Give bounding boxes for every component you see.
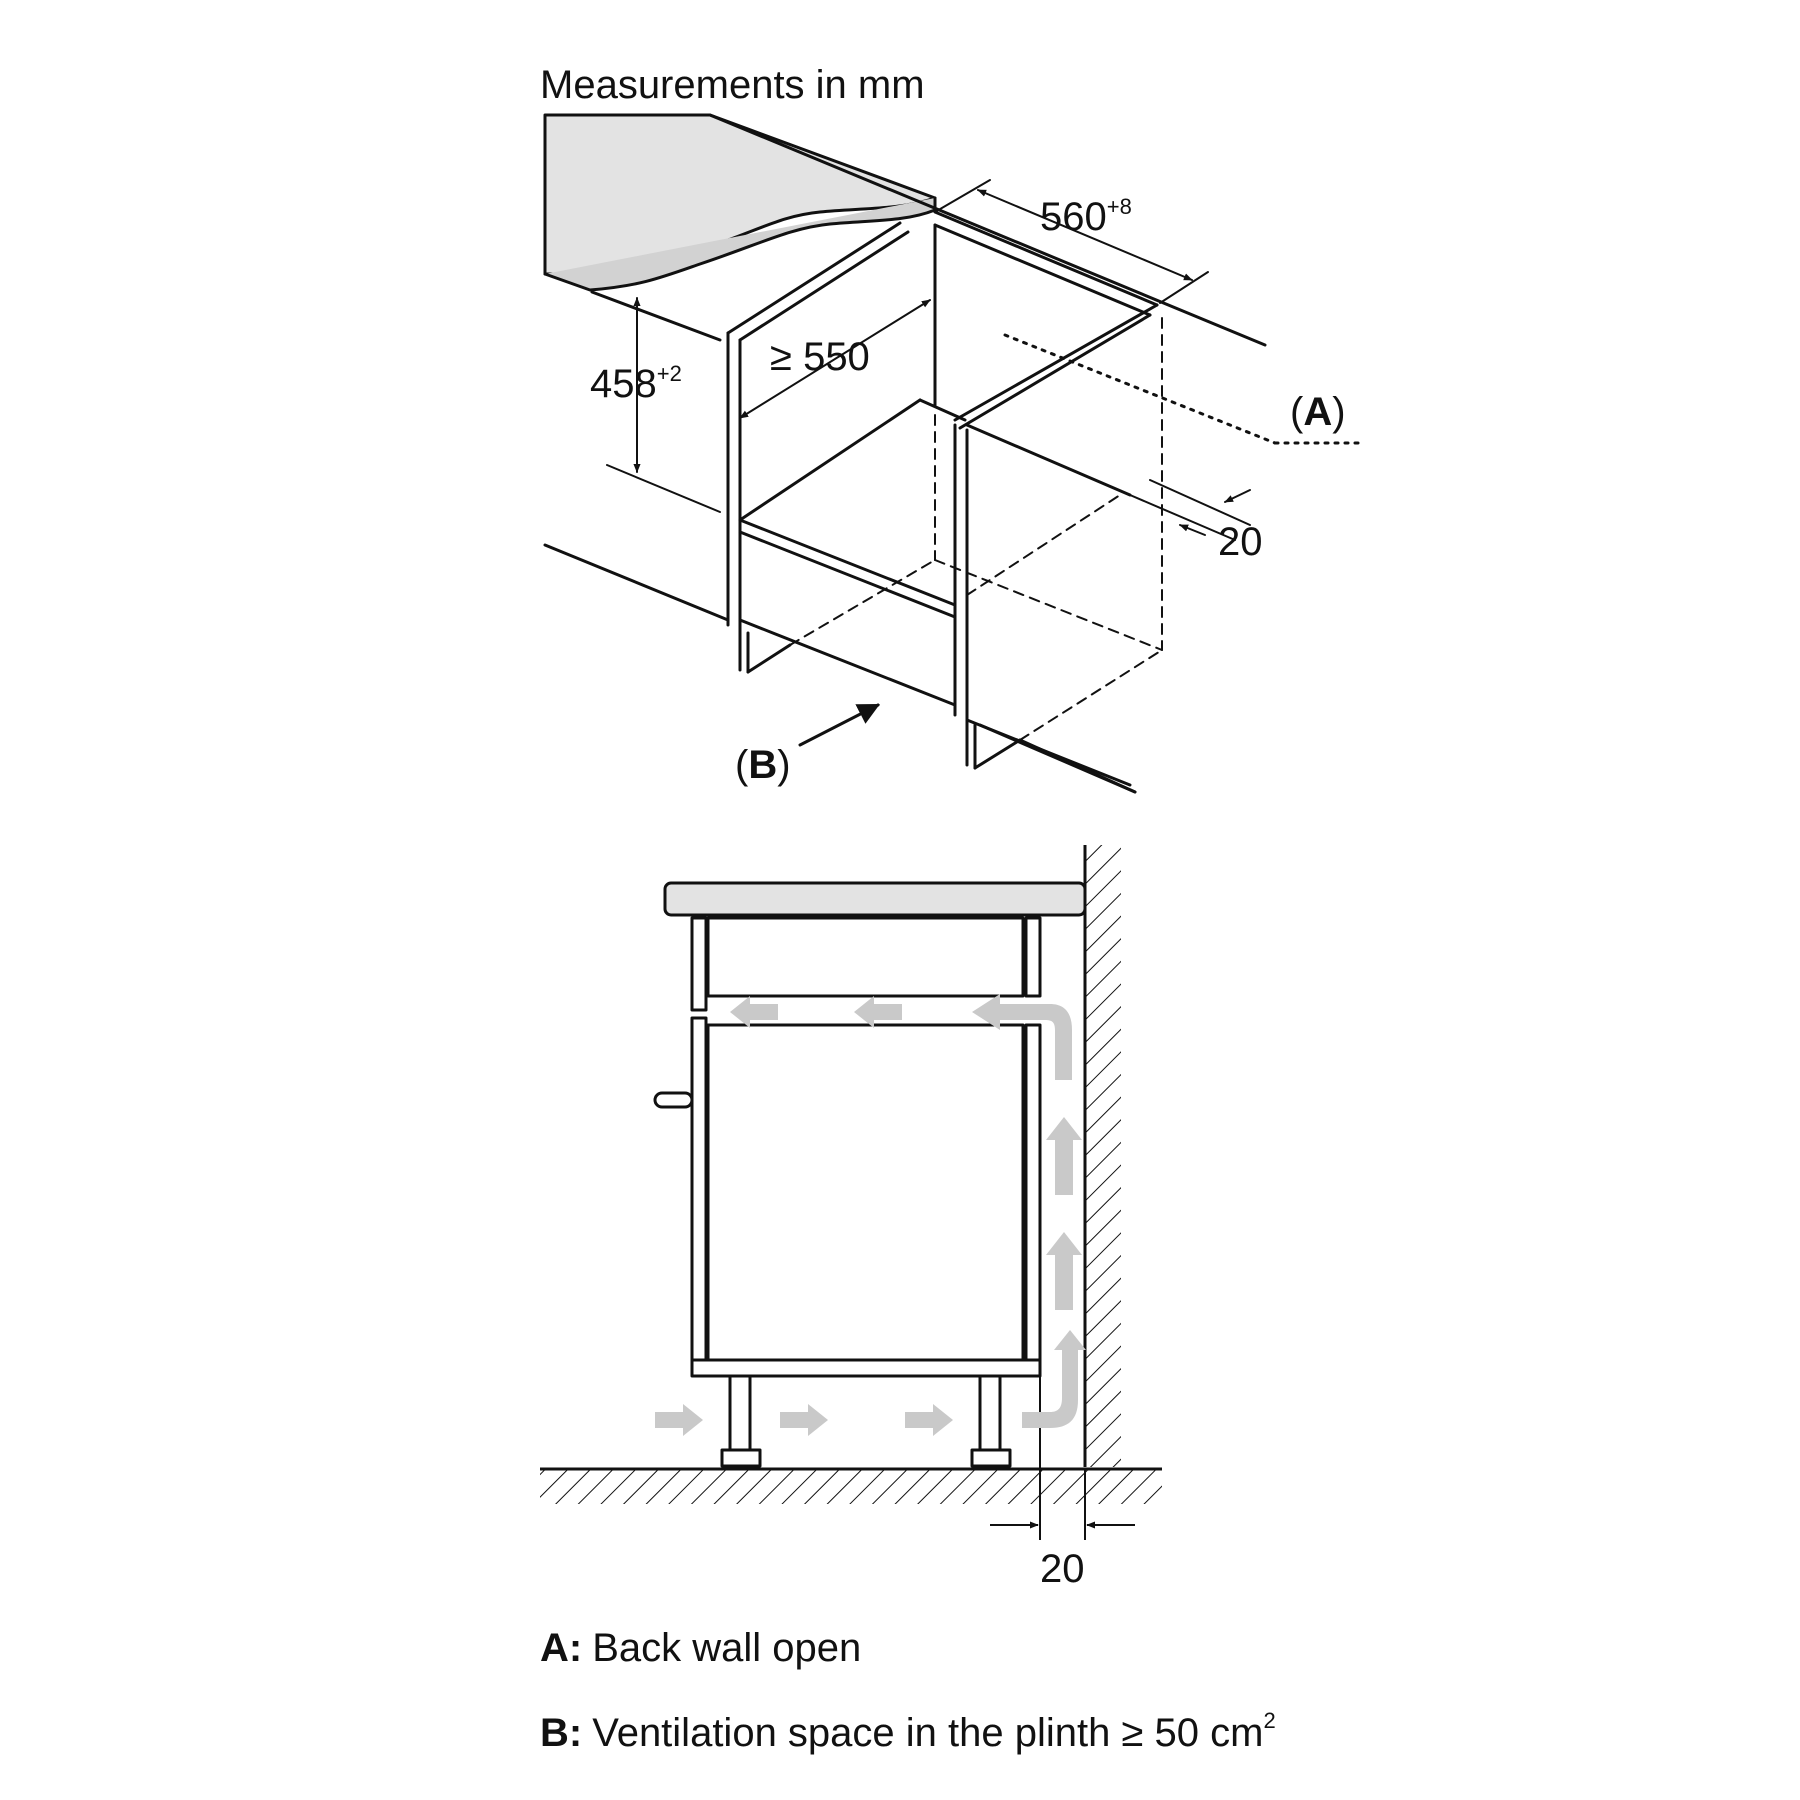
shelf-back xyxy=(918,398,967,422)
label-b-close: ) xyxy=(777,743,790,787)
legend-item-b: B:Ventilation space in the plinth ≥ 50 c… xyxy=(540,1710,1276,1756)
airflow-arrow-left-2 xyxy=(730,996,778,1028)
airflow-arrows xyxy=(655,994,1086,1436)
foot-left-side xyxy=(720,1448,762,1468)
foot-right-side xyxy=(970,1448,1012,1468)
airflow-arrow-bend-bottom xyxy=(1022,1330,1086,1428)
wall-hatch xyxy=(1085,845,1121,1467)
leg-left xyxy=(728,1374,752,1456)
foot-link-b xyxy=(973,738,1022,770)
niche-top-right-b xyxy=(958,313,1152,430)
dim-height-ext xyxy=(606,464,721,513)
label-a-open: ( xyxy=(1290,390,1304,434)
plinth-front-bottom xyxy=(1018,738,1137,794)
ventilation-arrow xyxy=(798,703,880,747)
worktop-front-line xyxy=(590,290,722,342)
oven-handle xyxy=(653,1091,694,1109)
airflow-arrow-up-2 xyxy=(1046,1117,1082,1195)
airflow-arrow-1 xyxy=(655,1404,703,1436)
upper-frame-left-post xyxy=(690,916,708,1012)
oven-body xyxy=(706,1023,1025,1377)
niche-top-left-edge-b xyxy=(738,230,910,342)
oven-back-panel xyxy=(1024,1023,1042,1375)
measurements-note: Measurements in mm xyxy=(540,63,925,107)
airflow-arrow-up-1 xyxy=(1046,1232,1082,1310)
back-wall-open-dotted xyxy=(1003,333,1277,445)
worktop-edge xyxy=(543,196,937,292)
legend-b-key: B: xyxy=(540,1711,583,1755)
label-b-open: ( xyxy=(735,743,749,787)
legend-b-superscript: 2 xyxy=(1263,1708,1276,1733)
oven-door xyxy=(690,1016,708,1377)
dim-height-value: 458 xyxy=(590,362,657,406)
dim-gap-ext-a xyxy=(1129,494,1236,541)
shelf-right-dashed xyxy=(965,423,1132,497)
dim-gap-arrow-b xyxy=(1224,489,1251,503)
dim-width-ext-right xyxy=(1159,271,1209,304)
isometric-view xyxy=(543,113,1367,794)
side-section-view xyxy=(540,845,1162,1540)
dim-width-text: 560+8 xyxy=(1040,194,1132,239)
hidden-lines xyxy=(789,317,1163,741)
legend-a-key: A: xyxy=(540,1626,583,1670)
airflow-arrow-left-1 xyxy=(854,996,902,1028)
label-b-text: (B) xyxy=(735,743,791,787)
dim-depth-line xyxy=(739,299,931,419)
dim-gap-top-value: 20 xyxy=(1218,520,1263,564)
dim-gap-arrow-a xyxy=(1179,524,1206,536)
shelf-front xyxy=(738,518,957,607)
leg-right xyxy=(978,1374,1002,1456)
legend-item-a: A:Back wall open xyxy=(540,1625,861,1671)
label-b-letter: B xyxy=(748,743,777,787)
airflow-arrow-2 xyxy=(780,1404,828,1436)
legend-a-text: Back wall open xyxy=(592,1626,862,1670)
shelf-back-left xyxy=(738,398,922,522)
airflow-arrow-3 xyxy=(905,1404,953,1436)
dim-width-ext-left xyxy=(934,179,991,213)
upper-drawer-panel xyxy=(706,916,1025,998)
label-a-letter: A xyxy=(1303,390,1332,434)
label-a-text: (A) xyxy=(1290,390,1346,434)
plinth-front-line xyxy=(543,543,730,622)
dim-depth-value: ≥ 550 xyxy=(770,335,870,379)
foot-link xyxy=(746,643,792,674)
floor-hatch xyxy=(540,1470,1162,1504)
shelf-front-b xyxy=(738,530,957,619)
dim-height-text: 458+2 xyxy=(590,361,682,406)
dim-width-line xyxy=(977,189,1193,281)
upper-frame-right-post xyxy=(1024,916,1042,998)
cabinet-base xyxy=(690,1358,1042,1378)
plinth-left xyxy=(738,618,957,707)
legend-b-text: Ventilation space in the plinth ≥ 50 cm xyxy=(592,1711,1264,1755)
dim-gap-side-value: 20 xyxy=(1040,1547,1085,1591)
worktop-side xyxy=(663,881,1087,917)
dim-height-tolerance: +2 xyxy=(657,361,682,386)
dim-gap-ext-b xyxy=(1149,479,1251,526)
niche-top-right xyxy=(953,303,1159,422)
airflow-arrow-bend-top xyxy=(972,994,1072,1080)
dim-width-value: 560 xyxy=(1040,195,1107,239)
dim-width-tolerance: +8 xyxy=(1107,194,1132,219)
label-a-close: ) xyxy=(1332,390,1345,434)
